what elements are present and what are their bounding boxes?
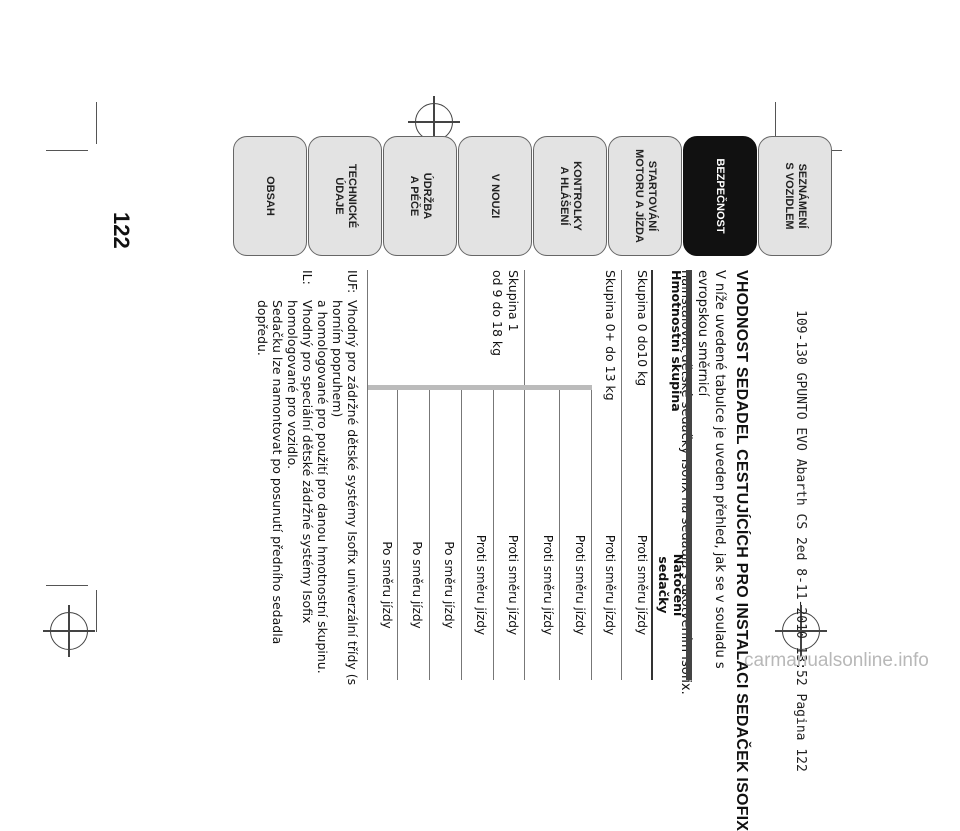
crop-mark bbox=[46, 585, 88, 586]
row-divider bbox=[429, 390, 430, 680]
tab-startovani[interactable]: STARTOVÁNÍ MOTORU A JÍZDA bbox=[608, 136, 682, 256]
crop-mark bbox=[46, 150, 88, 151]
row-divider bbox=[559, 390, 560, 680]
tab-technicke-udaje[interactable]: TECHNICKÉ ÚDAJE bbox=[308, 136, 382, 256]
note-key: IL: bbox=[300, 270, 315, 285]
row-divider bbox=[524, 270, 525, 680]
crop-mark bbox=[96, 102, 97, 144]
column-separator bbox=[368, 385, 592, 390]
note-key: IUF: bbox=[345, 270, 360, 294]
rotation-cell: Proti směru jízdy bbox=[603, 534, 617, 636]
tab-udrzba[interactable]: ÚDRŽBA A PÉČE bbox=[383, 136, 457, 256]
table-header-divider bbox=[651, 270, 653, 680]
row-divider bbox=[621, 270, 622, 680]
rotation-cell: Proti směru jízdy bbox=[506, 534, 520, 636]
registration-mark-icon bbox=[775, 605, 827, 657]
rotation-cell: Proti směru jízdy bbox=[541, 534, 555, 636]
group-name: Skupina 0 do10 kg bbox=[635, 270, 650, 387]
rotation-cell: Po směru jízdy bbox=[380, 541, 394, 629]
tab-kontrolky[interactable]: KONTROLKY A HLÁŠENÍ bbox=[533, 136, 607, 256]
notes: IUF: Vhodný pro zádržné dětské systémy I… bbox=[255, 270, 360, 700]
row-divider bbox=[397, 390, 398, 680]
table-header-bar bbox=[686, 270, 692, 680]
tab-bezpecnost[interactable]: BEZPEČNOST bbox=[683, 136, 757, 256]
page-title: VHODNOST SEDADEL CESTUJÍCÍCH PRO INSTALA… bbox=[733, 270, 750, 831]
row-divider bbox=[493, 390, 494, 680]
rotation-cell: Proti směru jízdy bbox=[474, 534, 488, 636]
note-item: IUF: Vhodný pro zádržné dětské systémy I… bbox=[315, 270, 360, 700]
crop-mark bbox=[775, 102, 776, 144]
tab-seznameni[interactable]: SEZNÁMENÍ S VOZIDLEM bbox=[758, 136, 832, 256]
page-number: 122 bbox=[109, 212, 134, 249]
header-rotation: Natočení sedačky bbox=[656, 553, 686, 617]
group-name: Skupina 1 od 9 do 18 kg bbox=[490, 270, 521, 357]
crop-mark bbox=[96, 590, 97, 632]
group-name: Skupina 0+ do 13 kg bbox=[603, 270, 618, 401]
rotation-cell: Po směru jízdy bbox=[442, 541, 456, 629]
note-text: Vhodný pro zádržné dětské systémy Isofix… bbox=[315, 300, 360, 686]
row-divider bbox=[367, 270, 368, 680]
rotation-cell: Proti směru jízdy bbox=[573, 534, 587, 636]
row-divider bbox=[591, 390, 592, 680]
header-weight-group: Hmotnostní skupina bbox=[669, 270, 684, 412]
rotation-cell: Po směru jízdy bbox=[410, 541, 424, 629]
rotated-page-content: SEZNÁMENÍ S VOZIDLEM BEZPEČNOST STARTOVÁ… bbox=[109, 136, 832, 831]
watermark: carmanualsonline.info bbox=[744, 650, 929, 671]
registration-mark-icon bbox=[43, 605, 95, 657]
tab-v-nouzi[interactable]: V NOUZI bbox=[458, 136, 532, 256]
note-item: IL: Vhodný pro speciální dětské zádržné … bbox=[255, 270, 315, 700]
rotation-cell: Proti směru jízdy bbox=[635, 534, 649, 636]
tab-obsah[interactable]: OBSAH bbox=[233, 136, 307, 256]
row-divider bbox=[461, 390, 462, 680]
note-text: Vhodný pro speciální dětské zádržné syst… bbox=[255, 300, 315, 645]
